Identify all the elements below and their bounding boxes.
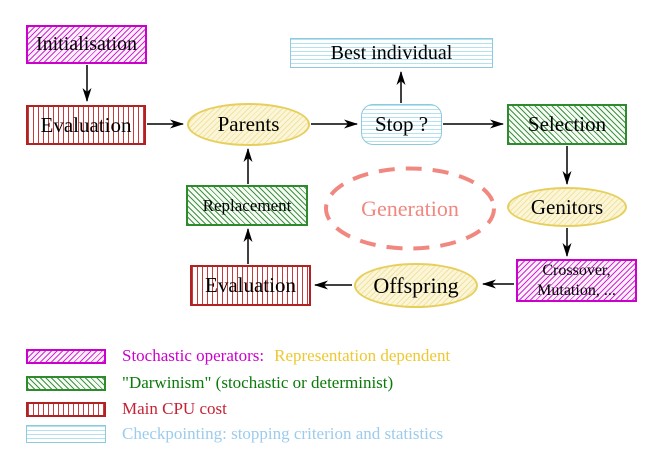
legend-item-stochastic-operators: Stochastic operators: Representation dep…	[26, 346, 450, 366]
legend-label-cpu-cost: Main CPU cost	[122, 399, 227, 418]
node-stop: Stop ?	[361, 104, 442, 145]
node-generation: Generation	[324, 167, 496, 250]
node-evaluation-bottom: Evaluation	[190, 265, 311, 306]
node-replacement-label: Replacement	[202, 195, 292, 215]
node-parents: Parents	[187, 103, 310, 146]
node-evaluation-bottom-label: Evaluation	[205, 273, 296, 297]
node-initialisation-label: Initialisation	[35, 33, 138, 55]
node-replacement: Replacement	[186, 185, 308, 226]
legend-swatch-cyan-stripes	[26, 425, 106, 443]
legend-swatch-green-hatch	[26, 375, 106, 391]
node-best-individual-label: Best individual	[330, 41, 453, 64]
legend-label-representation: Representation dependent	[274, 346, 451, 365]
node-offspring-label: Offspring	[373, 272, 459, 298]
crossover-line1: Crossover,	[542, 262, 611, 280]
node-evaluation-top-label: Evaluation	[40, 112, 132, 137]
node-genitors: Genitors	[507, 187, 627, 227]
node-best-individual: Best individual	[290, 38, 493, 68]
node-stop-label: Stop ?	[374, 112, 429, 136]
node-parents-label: Parents	[217, 112, 280, 136]
node-selection: Selection	[507, 104, 627, 145]
node-crossover-mutation-label: Crossover, Mutation, ...	[537, 261, 616, 299]
node-offspring: Offspring	[354, 263, 478, 308]
legend-item-checkpointing: Checkpointing: stopping criterion and st…	[26, 424, 443, 444]
legend-label-checkpointing: Checkpointing: stopping criterion and st…	[122, 424, 444, 443]
node-generation-label: Generation	[361, 195, 459, 221]
legend-swatch-magenta-hatch	[26, 348, 106, 364]
node-evaluation-top: Evaluation	[26, 105, 146, 145]
node-initialisation: Initialisation	[26, 25, 147, 64]
legend-swatch-red-stripes	[26, 401, 106, 417]
node-selection-label: Selection	[527, 112, 607, 136]
crossover-line2: Mutation, ...	[537, 281, 616, 299]
legend-label-darwinism: "Darwinism" (stochastic or determinist)	[122, 373, 394, 392]
node-genitors-label: Genitors	[530, 194, 604, 219]
legend-item-main-cpu-cost: Main CPU cost	[26, 399, 227, 419]
legend-label-stochastic: Stochastic operators:	[122, 346, 265, 365]
legend-item-darwinism: "Darwinism" (stochastic or determinist)	[26, 373, 393, 393]
node-crossover-mutation: Crossover, Mutation, ...	[516, 259, 637, 302]
